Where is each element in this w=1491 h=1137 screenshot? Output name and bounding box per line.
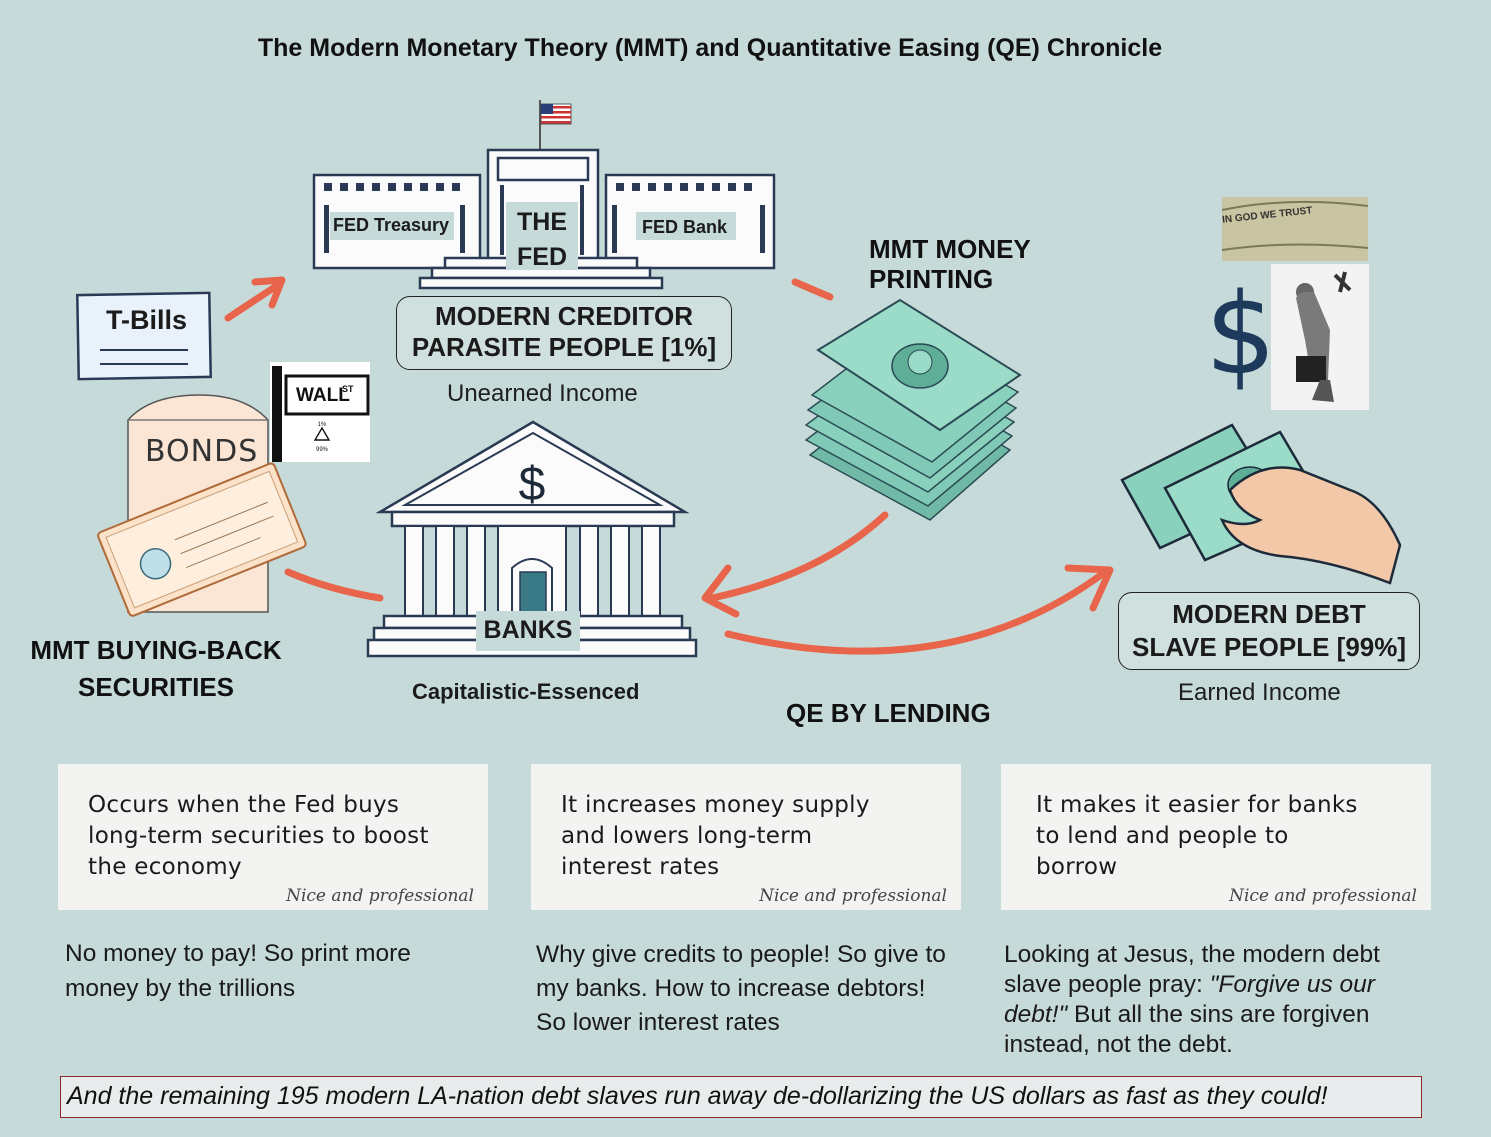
- hand-holding-money-icon: [1120, 423, 1402, 585]
- card-1-signature: Nice and professional: [286, 886, 474, 906]
- printing-line1: MMT MONEY: [869, 234, 1031, 264]
- the-fed-line1: THE: [517, 208, 567, 236]
- fed-treasury-label: FED Treasury: [333, 215, 450, 235]
- creditor-line1: MODERN CREDITOR: [434, 301, 694, 331]
- wallst-small-1: 1%: [318, 422, 327, 428]
- note-right-b: But all the sins are forgiven instead, n…: [1004, 1001, 1370, 1058]
- money-stack-icon: [804, 298, 1022, 521]
- bank-dollar-symbol: $: [519, 458, 546, 511]
- card-3-text: It makes it easier for banks to lend and…: [1036, 792, 1358, 880]
- the-fed-line2: FED: [517, 243, 567, 271]
- creditor-line2: PARASITE PEOPLE [1%]: [411, 332, 717, 362]
- card-2-text: It increases money supply and lowers lon…: [561, 792, 870, 880]
- banks-label: BANKS: [476, 611, 580, 651]
- arrow-tbills-to-fed: [224, 281, 282, 322]
- debtor-line2: SLAVE PEOPLE [99%]: [1131, 632, 1407, 662]
- debtor-line1: MODERN DEBT: [1172, 599, 1366, 629]
- info-card-1: Occurs when the Fed buys long-term secur…: [58, 764, 488, 910]
- arrow-banks-to-bonds: [284, 568, 384, 602]
- buyback-line1: MMT BUYING-BACK: [30, 635, 282, 665]
- banks-sub-label: Capitalistic-Essenced: [412, 679, 640, 704]
- flow-arrows: [224, 276, 1114, 655]
- wind-up-man-photo: [1271, 264, 1369, 410]
- dollar-bill-strip-icon: [1221, 197, 1369, 261]
- arrow-banks-to-debtors: [724, 568, 1109, 655]
- note-left: No money to pay! So print more money by …: [65, 940, 411, 1002]
- bonds-label: BONDS: [145, 434, 259, 469]
- wallst-sign-text: WALL: [296, 385, 350, 406]
- earned-income-label: Earned Income: [1178, 679, 1341, 706]
- dollar-sign-icon: $: [1205, 270, 1277, 400]
- page-title: The Modern Monetary Theory (MMT) and Qua…: [257, 34, 1163, 62]
- arrow-printing-to-banks: [708, 511, 889, 602]
- footer-banner: And the remaining 195 modern LA-nation d…: [60, 1076, 1422, 1118]
- t-bills-label: T-Bills: [106, 305, 188, 335]
- wallst-small-2: 99%: [316, 447, 329, 453]
- buyback-line2: SECURITIES: [77, 672, 235, 702]
- qe-lending-label: QE BY LENDING: [786, 698, 991, 728]
- note-right-a: Looking at Jesus, the modern debt slave …: [1004, 941, 1380, 998]
- the-fed-label: THE FED: [506, 205, 578, 275]
- arrow-fed-to-printing: [791, 278, 834, 301]
- card-1-text: Occurs when the Fed buys long-term secur…: [88, 792, 429, 880]
- note-right-quote: "Forgive us our debt!": [1004, 971, 1375, 1028]
- info-card-3: It makes it easier for banks to lend and…: [1001, 764, 1431, 910]
- printing-line2: PRINTING: [869, 264, 994, 294]
- wall-street-sign-icon: [270, 362, 370, 462]
- card-2-signature: Nice and professional: [759, 886, 947, 906]
- note-right: Looking at Jesus, the modern debt slave …: [1004, 940, 1424, 1060]
- money-printing-label: MMT MONEY PRINTING: [869, 234, 1031, 294]
- t-bills-card-icon: [76, 291, 212, 381]
- unearned-income-label: Unearned Income: [447, 380, 638, 407]
- fed-bank-label: FED Bank: [642, 217, 728, 237]
- bank-building-icon: [366, 420, 698, 658]
- creditor-people-box: MODERN CREDITOR PARASITE PEOPLE [1%]: [396, 296, 732, 370]
- info-card-2: It increases money supply and lowers lon…: [531, 764, 961, 910]
- card-3-signature: Nice and professional: [1229, 886, 1417, 906]
- note-middle: Why give credits to people! So give to m…: [536, 941, 946, 1036]
- bonds-envelope-icon: [97, 394, 307, 617]
- debt-slave-people-box: MODERN DEBT SLAVE PEOPLE [99%]: [1118, 592, 1420, 670]
- us-flag-icon: [539, 100, 572, 155]
- fed-building-icon: [312, 148, 776, 290]
- wallst-sign-sup: ST: [342, 384, 354, 394]
- buyback-label: MMT BUYING-BACK SECURITIES: [28, 632, 284, 706]
